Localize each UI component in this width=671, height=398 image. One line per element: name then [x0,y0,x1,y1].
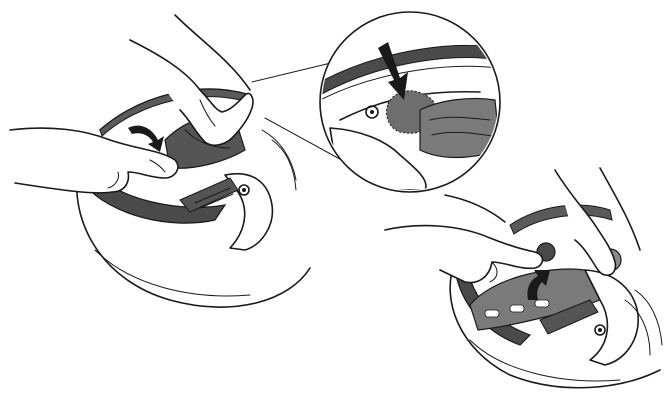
left-panel [10,15,310,307]
right-hand-lower [385,226,543,283]
right-hand-upper [555,170,615,275]
right-panel [385,168,662,388]
